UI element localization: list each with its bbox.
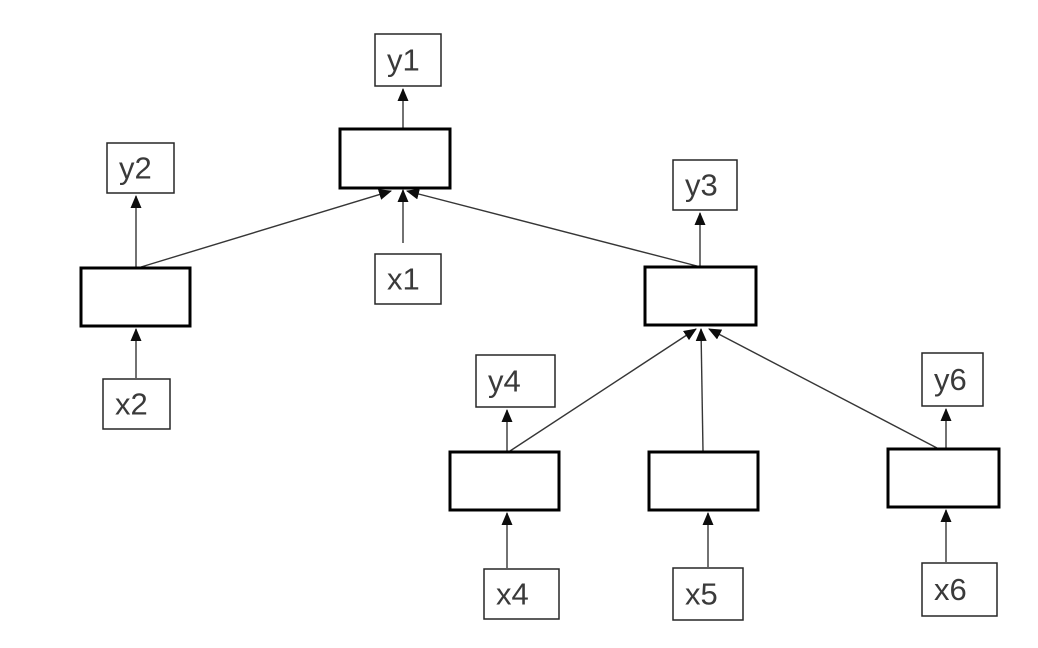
label-box-rect-y3 (672, 159, 738, 211)
label-box-rect-x2 (102, 378, 171, 430)
label-box-rect-x4 (483, 568, 560, 620)
node-box-block-top (338, 127, 452, 190)
label-box-rect-x5 (672, 567, 744, 621)
label-box-x1: x1 (374, 253, 442, 305)
label-box-rect-y4 (475, 354, 556, 408)
label-text-y4: y4 (488, 364, 521, 399)
label-box-x6: x6 (921, 562, 998, 617)
label-text-x6: x6 (934, 572, 967, 607)
arrow-block-bottom-3-to-block-right (708, 328, 938, 449)
label-text-x5: x5 (685, 577, 718, 612)
label-text-y3: y3 (685, 168, 718, 203)
arrow-block-left-to-block-top (140, 189, 392, 268)
label-box-rect-y2 (106, 142, 175, 194)
label-text-y1: y1 (387, 43, 420, 78)
label-text-x1: x1 (387, 262, 420, 297)
label-text-x2: x2 (115, 387, 148, 422)
label-box-y3: y3 (672, 159, 738, 211)
label-box-x5: x5 (672, 567, 744, 621)
label-text-x4: x4 (496, 577, 529, 612)
label-box-rect-x6 (921, 562, 998, 617)
node-box-block-right (643, 265, 758, 327)
label-box-x4: x4 (483, 568, 560, 620)
node-box-block-bottom-3 (886, 447, 1001, 509)
label-box-rect-x1 (374, 253, 442, 305)
arrow-block-bottom-1-to-block-right (509, 328, 697, 452)
label-box-rect-y1 (374, 33, 442, 87)
node-boxes-layer (79, 127, 1001, 512)
label-box-y2: y2 (106, 142, 175, 194)
label-box-x2: x2 (102, 378, 171, 430)
edges-layer (130, 88, 952, 568)
label-box-y1: y1 (374, 33, 442, 87)
label-box-rect-y6 (921, 352, 984, 407)
arrow-block-right-to-block-top (406, 188, 698, 267)
label-text-y6: y6 (934, 362, 967, 397)
label-box-y4: y4 (475, 354, 556, 408)
arrow-block-bottom-2-to-block-right (695, 328, 707, 452)
label-text-y2: y2 (119, 151, 152, 186)
node-box-block-bottom-1 (448, 450, 561, 512)
node-box-block-left (79, 266, 192, 328)
label-boxes-layer: y1 y2 y3 y4 y6 x1 x2 x4 x5 x6 (102, 33, 998, 621)
label-box-y6: y6 (921, 352, 984, 407)
node-box-block-bottom-2 (647, 450, 760, 512)
